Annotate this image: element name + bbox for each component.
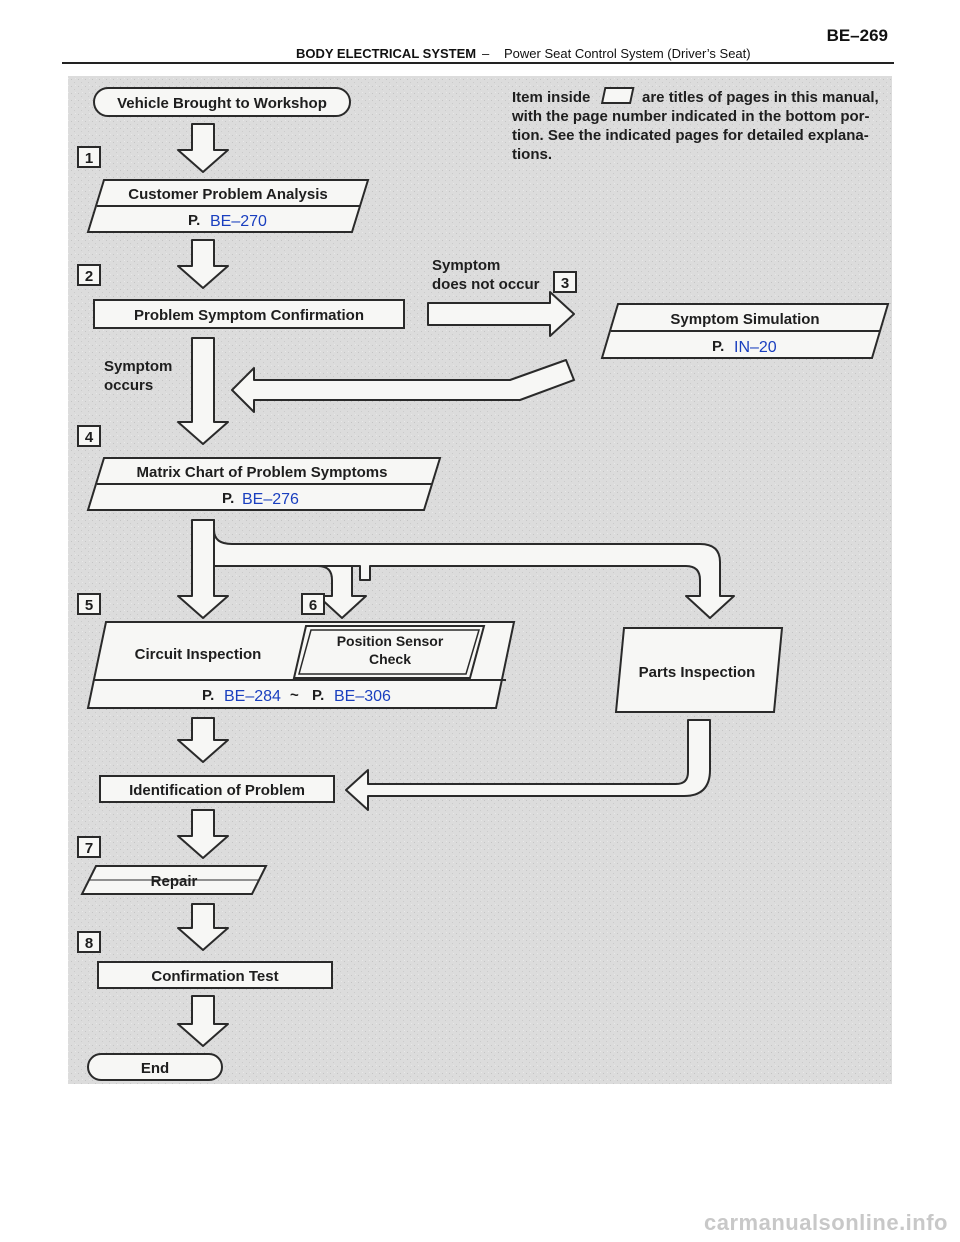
matrix-chart-label: Matrix Chart of Problem Symptoms bbox=[137, 464, 388, 481]
page-ref-be284: BE–284 bbox=[224, 688, 281, 705]
identification-box: Identification of Problem bbox=[99, 775, 335, 803]
end-label: End bbox=[141, 1060, 169, 1077]
confirmation-test-label: Confirmation Test bbox=[151, 968, 278, 985]
problem-symptom-confirmation-box: Problem Symptom Confirmation bbox=[93, 299, 405, 329]
svg-text:7: 7 bbox=[85, 840, 93, 857]
svg-text:5: 5 bbox=[85, 597, 93, 614]
page-ref-prefix: P. bbox=[312, 687, 324, 704]
page-ref-be276: BE–276 bbox=[242, 491, 299, 508]
step-number-6: 6 bbox=[301, 593, 325, 615]
matrix-chart-box: Matrix Chart of Problem Symptoms P. BE–2… bbox=[86, 457, 442, 511]
arrow-5-to-identification bbox=[177, 717, 229, 763]
page-ref-be270: BE–270 bbox=[210, 213, 267, 230]
arrow-repair-to-8 bbox=[177, 903, 229, 951]
page-ref-in20: IN–20 bbox=[734, 339, 777, 356]
step-number-4: 4 bbox=[77, 425, 101, 447]
svg-text:4: 4 bbox=[85, 429, 94, 446]
step-number-3: 3 bbox=[553, 271, 577, 293]
legend-note: Item inside are titles of pages in this … bbox=[511, 87, 879, 163]
svg-text:1: 1 bbox=[85, 150, 93, 167]
page-ref-tilde: ~ bbox=[290, 687, 299, 704]
header-separator: – bbox=[482, 46, 490, 61]
start-node: Vehicle Brought to Workshop bbox=[93, 87, 351, 117]
note-line-1: Item inside bbox=[512, 89, 590, 106]
note-line-3: tion. See the indicated pages for detail… bbox=[512, 127, 869, 144]
step-number-2: 2 bbox=[77, 264, 101, 286]
svg-text:6: 6 bbox=[309, 597, 317, 614]
confirmation-test-box: Confirmation Test bbox=[97, 961, 333, 989]
start-label: Vehicle Brought to Workshop bbox=[117, 95, 327, 112]
title-box-symbol bbox=[600, 87, 635, 104]
circuit-inspection-box: Circuit Inspection Position Sensor Check… bbox=[86, 621, 516, 709]
repair-label: Repair bbox=[151, 873, 198, 890]
page-ref-be306: BE–306 bbox=[334, 688, 391, 705]
svg-text:3: 3 bbox=[561, 275, 569, 292]
step-number-5: 5 bbox=[77, 593, 101, 615]
section-subtitle: Power Seat Control System (Driver’s Seat… bbox=[504, 46, 751, 61]
symptom-simulation-label: Symptom Simulation bbox=[670, 311, 819, 328]
arrow-parts-to-identification bbox=[345, 719, 711, 811]
customer-problem-analysis-label: Customer Problem Analysis bbox=[128, 186, 328, 203]
identification-label: Identification of Problem bbox=[129, 782, 305, 799]
step-number-7: 7 bbox=[77, 836, 101, 858]
arrow-test-to-end bbox=[177, 995, 229, 1047]
arrow-1-to-2 bbox=[177, 239, 229, 289]
arrow-4-to-parts bbox=[213, 519, 735, 619]
position-sensor-label-2: Check bbox=[369, 651, 411, 667]
symptom-not-occur-line-2: does not occur bbox=[432, 276, 540, 293]
step-number-8: 8 bbox=[77, 931, 101, 953]
position-sensor-label-1: Position Sensor bbox=[337, 633, 444, 649]
parts-inspection-box: Parts Inspection bbox=[614, 627, 784, 713]
end-node: End bbox=[87, 1053, 223, 1081]
page-ref-prefix: P. bbox=[188, 212, 200, 229]
arrow-identification-to-7 bbox=[177, 809, 229, 859]
svg-text:8: 8 bbox=[85, 935, 93, 952]
page-ref-prefix: P. bbox=[222, 490, 234, 507]
symptom-occurs-line-2: occurs bbox=[104, 377, 153, 394]
symptom-not-occur-line-1: Symptom bbox=[432, 257, 500, 274]
header-rule bbox=[62, 62, 894, 64]
page-header: BODY ELECTRICAL SYSTEM – Power Seat Cont… bbox=[0, 0, 960, 64]
repair-box: Repair bbox=[80, 865, 268, 895]
symptom-simulation-box: Symptom Simulation P. IN–20 bbox=[600, 303, 890, 359]
arrow-start-to-1 bbox=[177, 123, 229, 173]
page-number: BE–269 bbox=[826, 26, 888, 45]
note-line-1b: are titles of pages in this manual, bbox=[642, 89, 879, 106]
arrow-simulation-return bbox=[231, 359, 575, 413]
section-title: BODY ELECTRICAL SYSTEM bbox=[296, 46, 477, 61]
arrow-2-to-4 bbox=[177, 337, 229, 445]
step-number-1: 1 bbox=[77, 146, 101, 168]
note-line-2: with the page number indicated in the bo… bbox=[511, 108, 870, 125]
symptom-occurs-line-1: Symptom bbox=[104, 358, 172, 375]
parts-inspection-label: Parts Inspection bbox=[639, 664, 756, 681]
customer-problem-analysis-box: Customer Problem Analysis P. BE–270 bbox=[86, 179, 370, 233]
circuit-inspection-label: Circuit Inspection bbox=[135, 646, 262, 663]
svg-text:2: 2 bbox=[85, 268, 93, 285]
page-ref-prefix: P. bbox=[712, 338, 724, 355]
page-ref-prefix: P. bbox=[202, 687, 214, 704]
arrow-to-simulation bbox=[427, 291, 575, 337]
note-line-4: tions. bbox=[512, 146, 552, 163]
watermark: carmanualsonline.info bbox=[704, 1210, 948, 1235]
problem-symptom-confirmation-label: Problem Symptom Confirmation bbox=[134, 307, 364, 324]
